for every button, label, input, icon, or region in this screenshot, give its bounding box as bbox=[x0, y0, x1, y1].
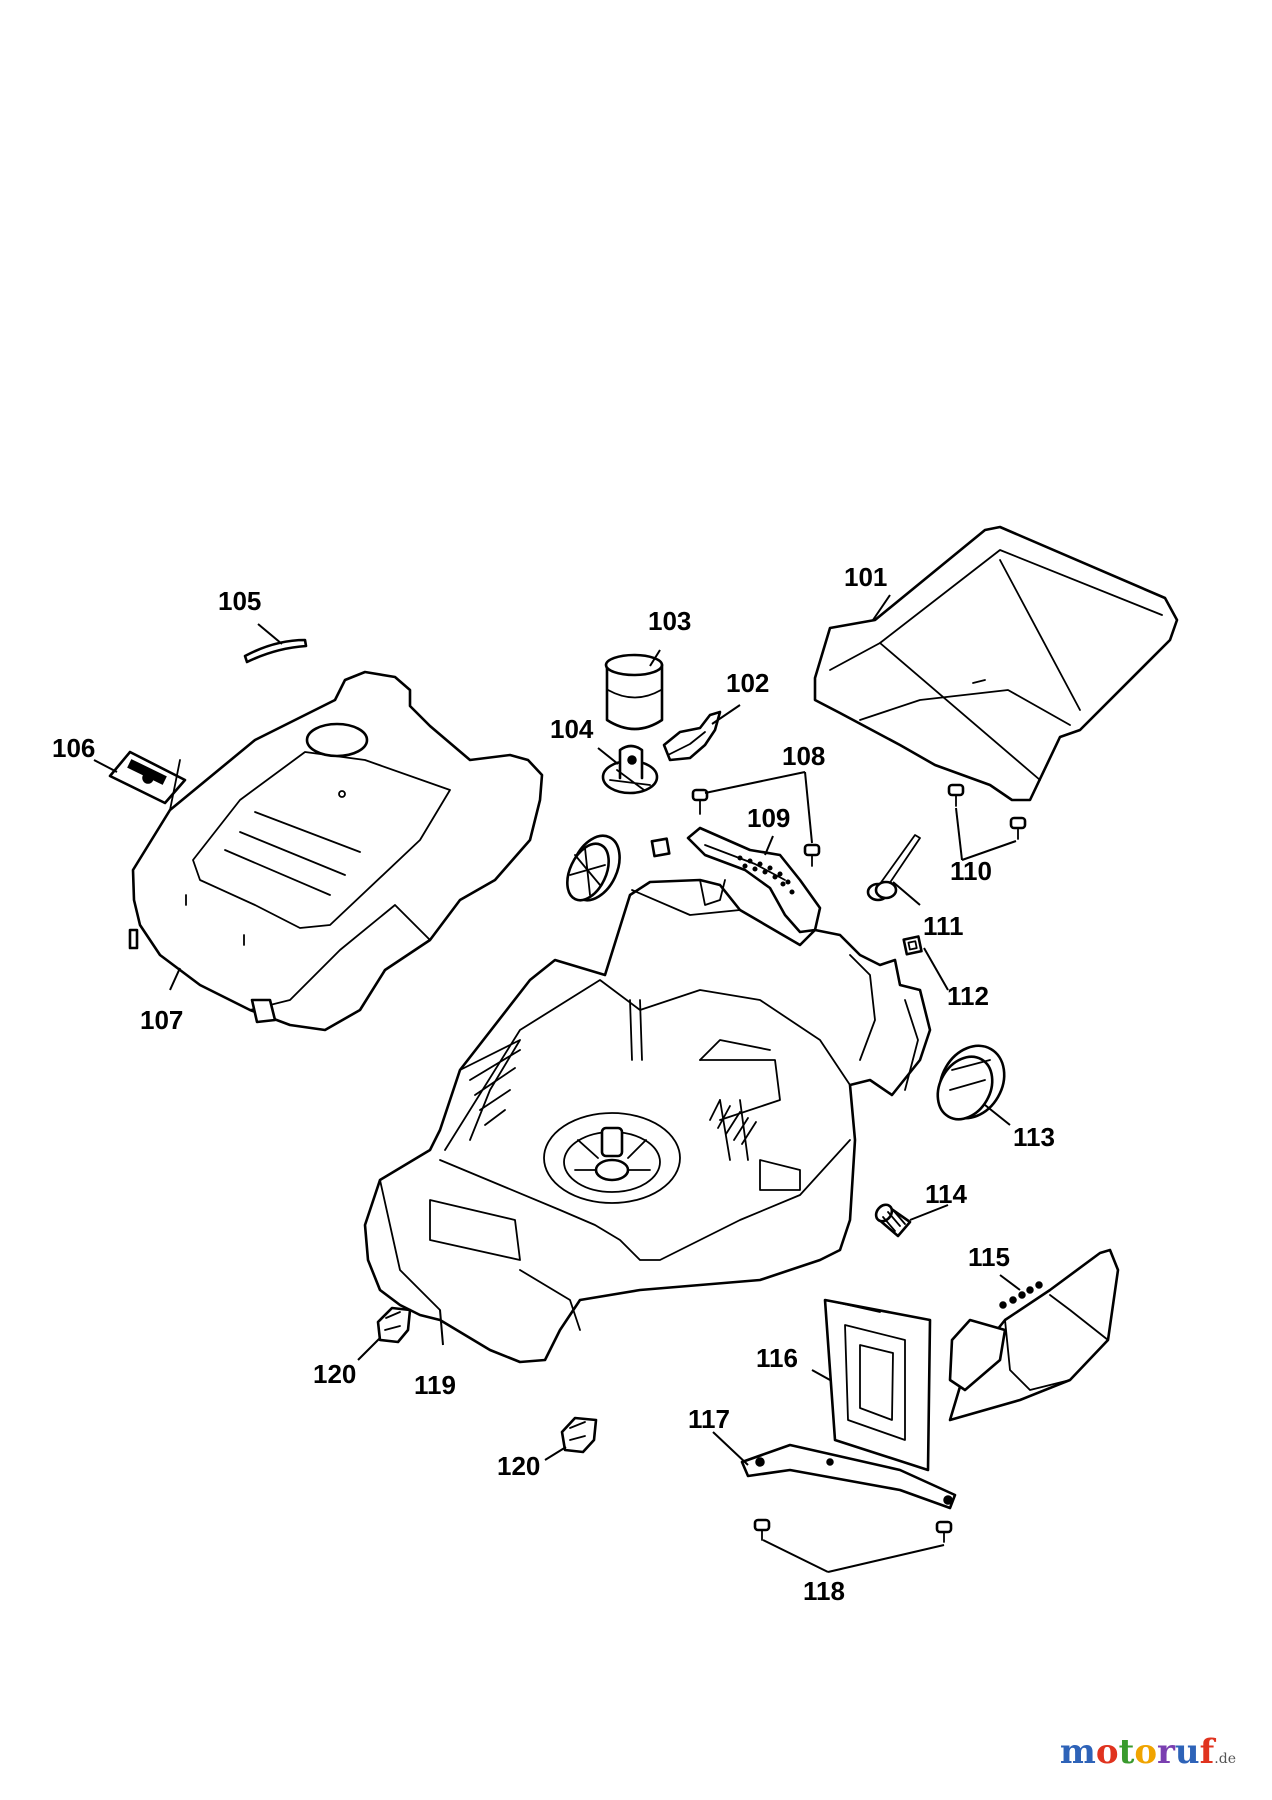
label-115: 115 bbox=[968, 1242, 1010, 1272]
label-114: 114 bbox=[925, 1179, 967, 1209]
part-118-screws bbox=[753, 1518, 953, 1543]
label-101: 101 bbox=[844, 562, 887, 592]
label-108: 108 bbox=[782, 741, 825, 771]
part-120-clip-lower bbox=[560, 1416, 598, 1454]
watermark-letter: m bbox=[1059, 1732, 1096, 1772]
part-110-screws bbox=[947, 783, 1027, 840]
label-111: 111 bbox=[923, 911, 964, 941]
label-106: 106 bbox=[52, 733, 95, 763]
label-117: 117 bbox=[688, 1404, 730, 1434]
label-105: 105 bbox=[218, 586, 261, 616]
watermark-letter: r bbox=[1157, 1732, 1175, 1772]
watermark-letter: t bbox=[1118, 1732, 1135, 1772]
label-118: 118 bbox=[803, 1576, 845, 1606]
watermark-letter: o bbox=[1095, 1732, 1119, 1772]
label-109: 109 bbox=[747, 803, 790, 833]
part-117-bracket bbox=[740, 1443, 957, 1510]
watermark-tld: .de bbox=[1214, 1751, 1236, 1767]
part-116-flap-plate bbox=[823, 1298, 932, 1472]
watermark-letter: f bbox=[1199, 1732, 1215, 1772]
part-120-clip-upper bbox=[376, 1306, 412, 1344]
label-102: 102 bbox=[726, 668, 769, 698]
part-115-discharge-deflector bbox=[948, 1248, 1120, 1422]
part-103-cylinder-sleeve bbox=[604, 653, 664, 731]
part-107-top-cover bbox=[128, 670, 544, 1032]
motoruf-watermark-logo: motoruf.de bbox=[1060, 1732, 1236, 1772]
leader-lines bbox=[93, 594, 1021, 1573]
part-108-screws bbox=[691, 788, 821, 867]
part-113-cap bbox=[936, 1044, 1006, 1121]
label-110: 110 bbox=[950, 856, 992, 886]
label-120-lower: 120 bbox=[497, 1451, 540, 1481]
part-119-deck-housing bbox=[363, 878, 932, 1364]
part-114-roller bbox=[874, 1203, 912, 1238]
watermark-letter: o bbox=[1134, 1732, 1157, 1772]
label-119: 119 bbox=[414, 1370, 456, 1400]
part-106-label-plate bbox=[108, 750, 187, 805]
label-107: 107 bbox=[140, 1005, 183, 1035]
part-adjuster-wheel bbox=[566, 834, 621, 902]
label-120-upper: 120 bbox=[313, 1359, 356, 1389]
part-number-labels: 101 102 103 104 105 106 107 108 109 110 … bbox=[52, 562, 1055, 1606]
part-nut bbox=[650, 837, 671, 858]
part-112-nut bbox=[902, 935, 923, 956]
label-103: 103 bbox=[648, 606, 691, 636]
part-101-grassbox-cover bbox=[813, 525, 1179, 802]
label-113: 113 bbox=[1013, 1122, 1055, 1152]
part-105-cable-clip bbox=[243, 638, 308, 664]
part-104-height-adjuster bbox=[601, 744, 659, 795]
watermark-wordmark: motoruf bbox=[1060, 1732, 1214, 1772]
label-112: 112 bbox=[947, 981, 989, 1011]
label-104: 104 bbox=[550, 714, 594, 744]
label-116: 116 bbox=[756, 1343, 798, 1373]
watermark-letter: u bbox=[1174, 1732, 1200, 1772]
part-102-lever bbox=[662, 710, 722, 762]
part-111-torsion-spring bbox=[866, 834, 921, 902]
